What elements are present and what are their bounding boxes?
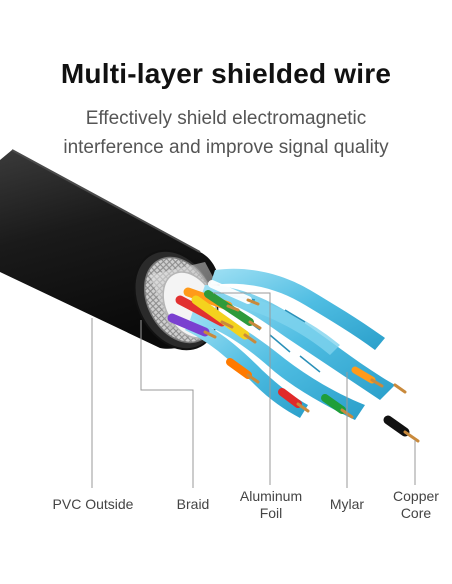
subtitle-line-1: Effectively shield electromagnetic xyxy=(85,108,367,129)
page-title: Multi-layer shielded wire xyxy=(60,58,392,89)
label-pvc-outside: PVC Outside xyxy=(52,496,134,512)
leader-lines xyxy=(91,292,416,488)
colored-wires xyxy=(167,280,410,437)
label-mylar: Mylar xyxy=(329,496,365,512)
subtitle-line-2: interference and improve signal quality xyxy=(63,137,389,158)
label-copper-core: Copper Core xyxy=(393,488,439,521)
mylar-sleeves xyxy=(185,268,395,420)
copper-core-tips xyxy=(203,298,420,443)
label-aluminum-foil: Aluminum Foil xyxy=(239,488,303,521)
label-braid: Braid xyxy=(176,496,210,512)
